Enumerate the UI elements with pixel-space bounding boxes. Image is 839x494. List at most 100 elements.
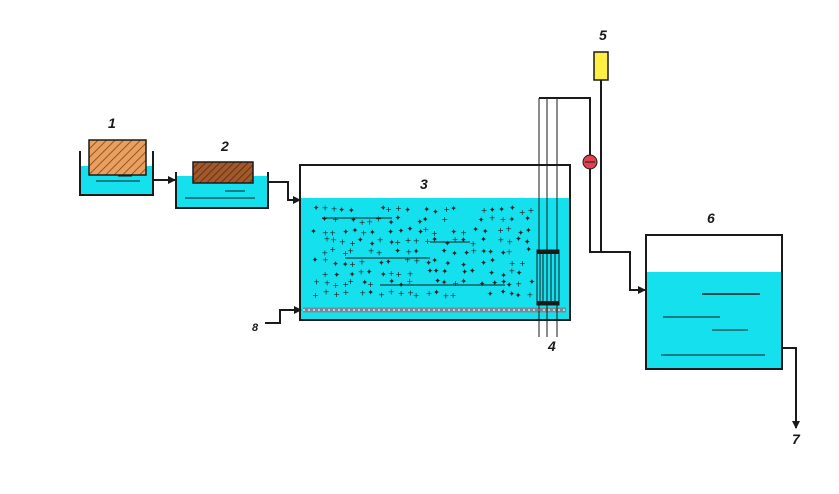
bubble: + — [406, 248, 413, 257]
bubble: + — [515, 279, 522, 288]
bubble: + — [349, 260, 356, 269]
bubble: ✦ — [417, 227, 424, 236]
bubble: ✦ — [388, 238, 395, 247]
bubble: ✦ — [332, 259, 339, 268]
bubble: ✦ — [479, 280, 486, 289]
label-1: 1 — [108, 115, 116, 131]
bubble: + — [460, 229, 467, 238]
bubble: + — [347, 247, 354, 256]
bubble: ✦ — [338, 206, 345, 215]
bubble: + — [359, 289, 366, 298]
bubble: ✦ — [525, 245, 532, 254]
bubble: + — [452, 279, 459, 288]
bubble: + — [404, 256, 411, 265]
bubble: ✦ — [366, 268, 373, 277]
bubble: + — [414, 257, 421, 266]
bubble: + — [339, 238, 346, 247]
bubble: ✦ — [463, 248, 470, 257]
bubble: + — [375, 214, 382, 223]
bubble: + — [343, 288, 350, 297]
bubble: ✦ — [525, 226, 532, 235]
bubble: ✦ — [313, 204, 320, 213]
bubble: ✦ — [433, 267, 440, 276]
bubble: ✦ — [395, 214, 402, 223]
bubble: ✦ — [423, 205, 430, 214]
bubble: ✦ — [488, 269, 495, 278]
bubble: + — [395, 270, 402, 279]
pipe-air-8 — [265, 306, 302, 324]
bubble: + — [368, 247, 375, 256]
bubble: + — [431, 229, 438, 238]
bubble: + — [324, 278, 331, 287]
bubble: + — [422, 225, 429, 234]
bubble: + — [378, 291, 385, 300]
tank-3: ✦++✦✦✦++✦✦✦+✦+✦✦✦++✦+✦+++✦✦✦✦+✦++✦✦✦++✦✦… — [299, 164, 571, 321]
bubble: ✦ — [461, 268, 468, 277]
tank-6 — [645, 234, 783, 370]
bubble: ✦ — [433, 288, 440, 297]
tank-6-wall — [645, 234, 783, 370]
bubble: + — [519, 259, 526, 268]
bubble: + — [329, 229, 336, 238]
bubble: + — [366, 218, 373, 227]
label-5: 5 — [599, 27, 607, 43]
bubble: ✦ — [489, 256, 496, 265]
bubble: + — [347, 277, 354, 286]
label-3: 3 — [420, 176, 428, 192]
label-2: 2 — [220, 138, 229, 154]
bubble: ✦ — [460, 277, 467, 286]
bubble: ✦ — [524, 238, 531, 247]
bubble: ✦ — [498, 205, 505, 214]
outlet-7-line — [782, 347, 800, 429]
label-4: 4 — [547, 338, 556, 354]
vessel-1 — [79, 139, 154, 196]
vessel-2 — [175, 161, 269, 209]
bubble: + — [470, 246, 477, 255]
bubble: ✦ — [378, 259, 385, 268]
bubble: + — [470, 239, 477, 248]
bubble: ✦ — [509, 204, 516, 213]
bubble: + — [323, 288, 330, 297]
tank-6-water — [646, 272, 782, 369]
bubble: + — [450, 291, 457, 300]
bubble: ✦ — [385, 258, 392, 267]
bubble: ✦ — [469, 266, 476, 275]
bubble: + — [443, 292, 450, 301]
bubble: + — [330, 236, 337, 245]
bubble: ✦ — [460, 236, 467, 245]
bubble: + — [500, 215, 507, 224]
bubble: ✦ — [500, 278, 507, 287]
tank-3-wall — [299, 164, 571, 321]
bubble: ✦ — [480, 259, 487, 268]
bubble: + — [441, 215, 448, 224]
bubble: ✦ — [333, 271, 340, 280]
bubble: + — [527, 290, 534, 299]
bubble: ✦ — [450, 227, 457, 236]
bubble: ✦ — [481, 247, 488, 256]
bubble: ✦ — [431, 256, 438, 265]
bubble: ✦ — [398, 227, 405, 236]
bubble: ✦ — [517, 229, 524, 238]
pipe-2-3 — [268, 181, 301, 204]
bubble: ✦ — [445, 259, 452, 268]
bubble: ✦ — [369, 239, 376, 248]
vessel-1-block — [88, 139, 147, 176]
bubble: + — [413, 237, 420, 246]
bubble: + — [506, 247, 513, 256]
bubble: + — [388, 269, 395, 278]
bubble: + — [385, 205, 392, 214]
permeate-line — [539, 97, 646, 294]
bubble: + — [509, 267, 516, 276]
bubble: ✦ — [500, 288, 507, 297]
tank-3-bubbles: ✦++✦✦✦++✦✦✦+✦+✦✦✦++✦+✦+++✦✦✦✦+✦++✦✦✦++✦✦… — [310, 203, 535, 300]
bubble: + — [528, 206, 535, 215]
bubble: + — [443, 205, 450, 214]
bubble: ✦ — [491, 278, 498, 287]
sensor-5-icon — [593, 51, 609, 81]
bubble: + — [519, 208, 526, 217]
bubble: ✦ — [441, 278, 448, 287]
bubble: + — [349, 239, 356, 248]
bubble: + — [358, 268, 365, 277]
bubble: + — [332, 281, 339, 290]
